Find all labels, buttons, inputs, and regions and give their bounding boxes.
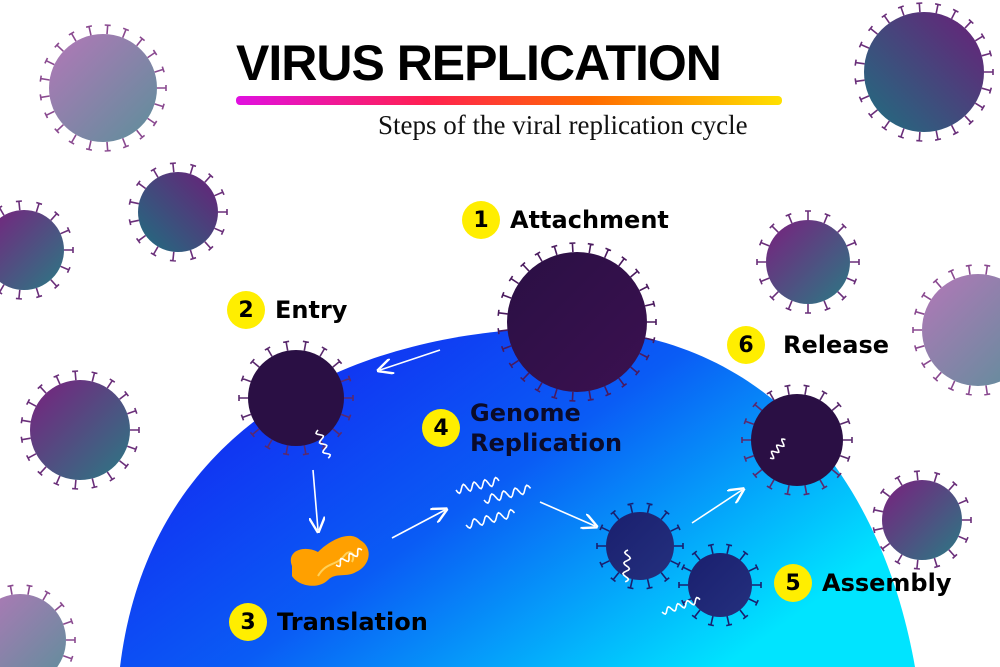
- protein-blob: [290, 535, 369, 586]
- rna-strand: [465, 508, 516, 530]
- virus-icon: [912, 264, 1000, 396]
- page-subtitle: Steps of the viral replication cycle: [378, 110, 748, 140]
- page-title: VIRUS REPLICATION: [236, 35, 722, 91]
- step-label: Release: [783, 330, 890, 359]
- step-release: 6 Release: [727, 326, 889, 364]
- step-label: Entry: [275, 295, 348, 324]
- process-arrows: [313, 349, 742, 539]
- rna-strand: [455, 476, 500, 495]
- step-entry: 2 Entry: [227, 291, 347, 329]
- rna-strand: [661, 596, 701, 616]
- arrow-translation-to-replication: [391, 510, 445, 539]
- step-label: Assembly: [822, 568, 952, 597]
- virus-icon: [128, 162, 228, 262]
- rna-strands: [315, 429, 786, 616]
- entering-virus-icon: [238, 340, 354, 456]
- virus-icon: [20, 370, 140, 490]
- step-label: Genome Replication: [470, 399, 623, 457]
- attaching-virus-icon: [497, 242, 657, 402]
- step-attachment: 1 Attachment: [462, 201, 669, 239]
- virus-icon: [854, 2, 994, 142]
- arrow-attachment-to-entry: [380, 349, 441, 370]
- step-label: Attachment: [510, 205, 669, 234]
- step-label: Translation: [277, 607, 428, 636]
- arrow-entry-to-translation: [313, 469, 318, 530]
- virus-icon: [0, 200, 74, 300]
- title-underline: [236, 96, 782, 105]
- step-number-badge: 1: [462, 201, 500, 239]
- step-translation: 3 Translation: [229, 603, 428, 641]
- virus-icon: [0, 584, 76, 667]
- step-number-badge: 2: [227, 291, 265, 329]
- virus-icon: [39, 24, 167, 152]
- step-number-badge: 3: [229, 603, 267, 641]
- rna-strand: [483, 484, 532, 505]
- arrow-replication-to-assembly: [539, 501, 595, 526]
- rna-strand: [621, 549, 632, 583]
- virus-icon: [756, 210, 860, 314]
- step-genome-replication: 4 Genome Replication: [422, 398, 630, 458]
- step-number-badge: 5: [774, 564, 812, 602]
- virus-icon: [872, 470, 972, 570]
- rna-strand: [315, 429, 332, 459]
- cell-viruses: [238, 242, 853, 627]
- step-number-badge: 6: [727, 326, 765, 364]
- arrow-assembly-to-release: [691, 490, 742, 524]
- step-number-badge: 4: [422, 409, 460, 447]
- step-assembly: 5 Assembly: [774, 564, 951, 602]
- rna-strand: [335, 547, 363, 568]
- stock-id-watermark: 359341931: [0, 421, 4, 516]
- releasing-virus-icon: [741, 384, 853, 496]
- rna-strand: [769, 438, 786, 460]
